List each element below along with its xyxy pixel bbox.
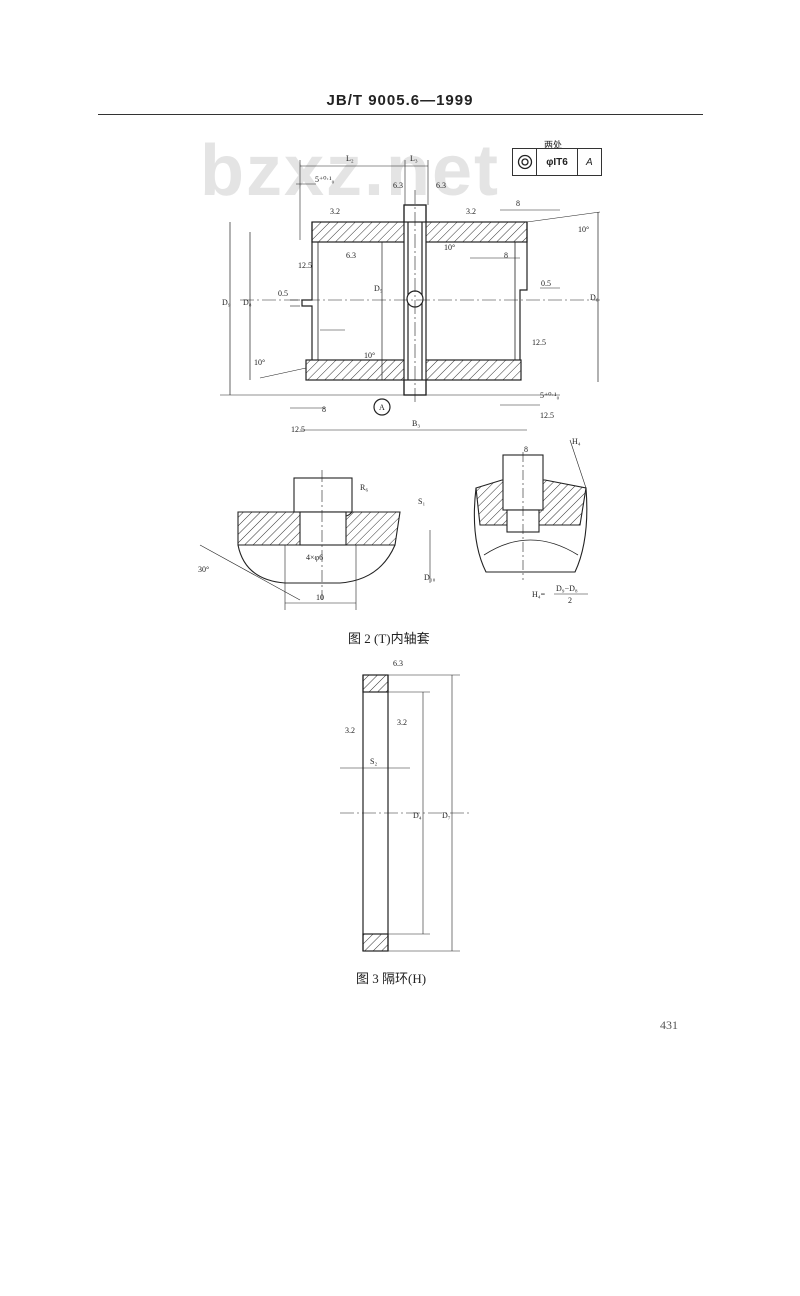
bushing-detail-left [199, 470, 431, 610]
tolerance-label: 两处 [544, 140, 563, 150]
bushing-main-view [220, 160, 601, 431]
datum-reference: A [585, 156, 593, 168]
label-H4: H₄ [572, 437, 581, 446]
roughness-6-3-b: 6.3 [436, 181, 446, 190]
header-rule [98, 114, 703, 115]
tolerance-frame: φIT6 A [512, 148, 602, 176]
label-S1: S₁ [418, 497, 425, 506]
concentricity-icon [513, 149, 538, 175]
label-S2: S₂ [370, 757, 377, 766]
label-D8: D₈ [243, 298, 252, 307]
formula-numerator: D₉−D₈ [556, 584, 578, 593]
label-tol5: 5⁺⁰·¹₀ [315, 175, 334, 184]
formula-lhs: H₄= [532, 590, 546, 599]
roughness-12-5-b: 12.5 [532, 338, 546, 347]
angle-10-a: 10° [578, 225, 589, 234]
formula-denominator: 2 [568, 596, 572, 605]
standard-header: JB/T 9005.6—1999 [326, 92, 474, 109]
dim-8-a: 8 [516, 199, 520, 208]
angle-30: 30° [198, 565, 209, 574]
angle-10-d: 10° [364, 351, 375, 360]
spacer-ring-view [340, 674, 470, 952]
dim-0-5-a: 0.5 [278, 289, 288, 298]
label-D9: D₉ [222, 298, 231, 307]
label-D6: D₆ [590, 293, 599, 302]
page-number: 431 [660, 1018, 678, 1032]
roughness-3-2-ring-a: 3.2 [345, 726, 355, 735]
bushing-detail-right [473, 439, 588, 580]
roughness-3-2-b: 3.2 [466, 207, 476, 216]
tolerance-value: φIT6 [537, 149, 578, 175]
label-R6: R₆ [360, 483, 368, 492]
figure3-caption: 图 3 隔环(H) [356, 971, 427, 986]
roughness-3-2-a: 3.2 [330, 207, 340, 216]
label-L2: L₂ [346, 154, 354, 163]
roughness-12-5-c: 12.5 [291, 425, 305, 434]
roughness-6-3-ring: 6.3 [393, 659, 403, 668]
roughness-3-2-ring-b: 3.2 [397, 718, 407, 727]
dim-8-b: 8 [504, 251, 508, 260]
label-D5: D₅ [374, 284, 383, 293]
dim-8-detail: 8 [524, 445, 528, 454]
figure2-caption: 图 2 (T)内轴套 [348, 631, 430, 646]
watermark: bzxz.net [200, 131, 501, 211]
label-D10: D₁₀ [424, 573, 436, 582]
label-D7: D₇ [442, 811, 451, 820]
angle-10-c: 10° [254, 358, 265, 367]
roughness-12-5-d: 12.5 [540, 411, 554, 420]
label-D4: D₄ [413, 811, 422, 820]
dim-8-c: 8 [322, 405, 326, 414]
dim-0-5-b: 0.5 [541, 279, 551, 288]
label-tolB: 5⁺⁰·¹₀ [540, 391, 559, 400]
label-B3: B₃ [412, 419, 420, 428]
label-holes: 4×φ6 [306, 553, 323, 562]
roughness-12-5-a: 12.5 [298, 261, 312, 270]
angle-10-b: 10° [444, 243, 455, 252]
roughness-6-3-a: 6.3 [393, 181, 403, 190]
dim-10: 10 [316, 593, 324, 602]
label-L3: L₃ [410, 154, 418, 163]
roughness-6-3-c: 6.3 [346, 251, 356, 260]
datum-A: A [379, 403, 385, 412]
